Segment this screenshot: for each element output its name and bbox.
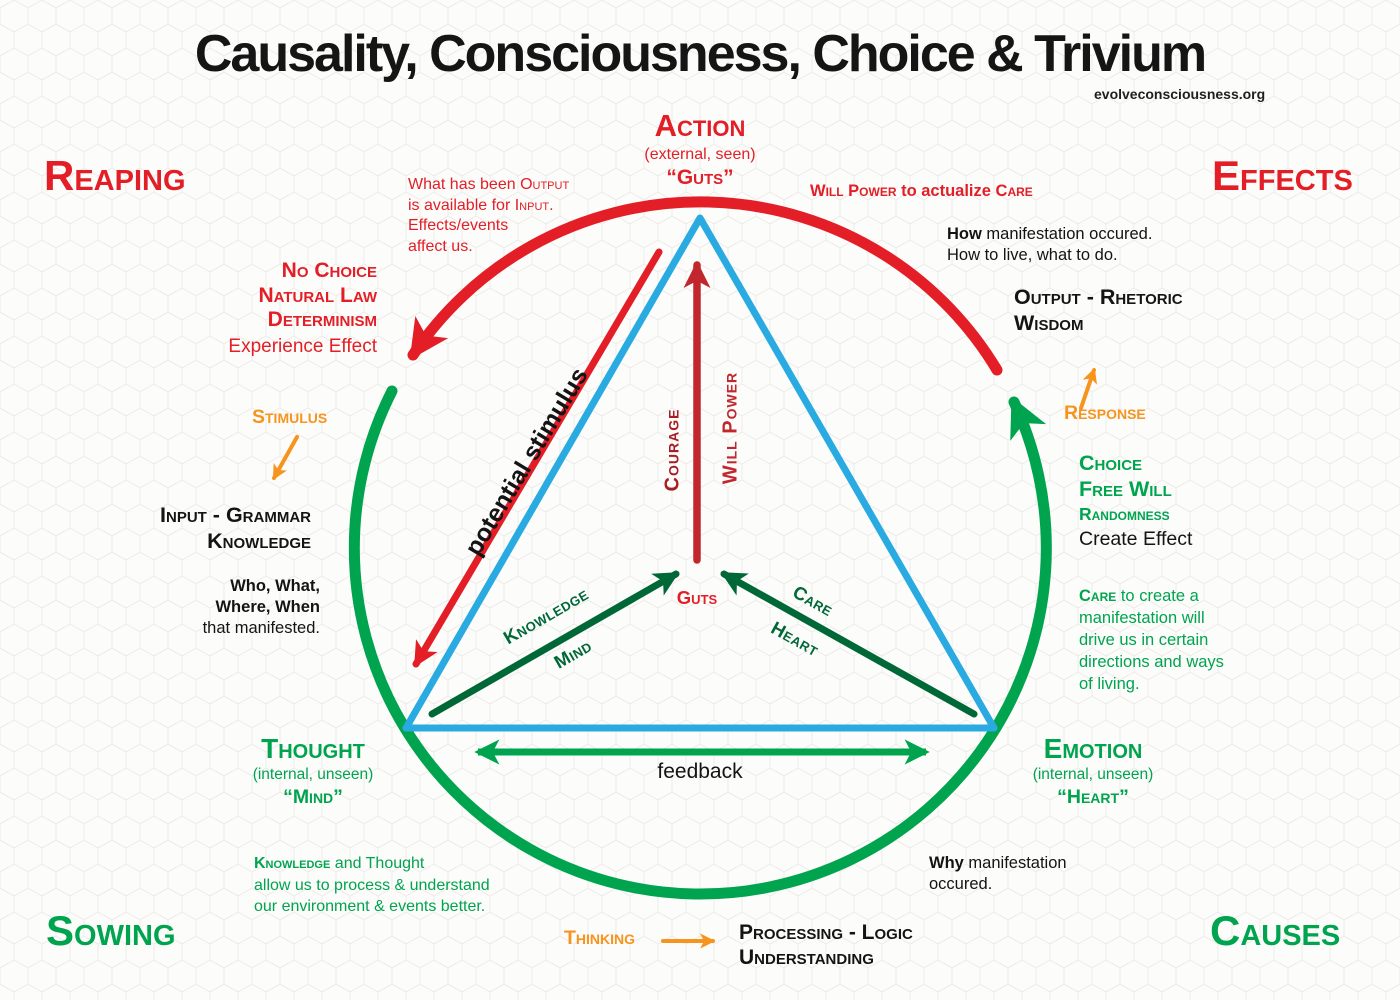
knowledge-thought-note: Knowledge and Thought allow us to proces… [254, 853, 490, 918]
how-manifestation-note: How manifestation occured. How to live, … [947, 224, 1152, 266]
website-credit: evolveconsciousness.org [1094, 86, 1266, 102]
text-line: Experience Effect [228, 335, 377, 357]
no-choice-block: No Choice Natural Law Determinism Experi… [150, 259, 377, 360]
text-segment: and Thought [330, 855, 425, 872]
text-line: Natural Law [258, 283, 377, 307]
text-line: Understanding [739, 946, 874, 969]
text-line: Free Will [1079, 477, 1172, 501]
effect-output-arc [407, 196, 1003, 376]
thought-title: Thought [261, 733, 365, 764]
input-grammar-knowledge: Input - Grammar Knowledge [114, 502, 311, 554]
vertex-action: Action (external, seen) “Guts” [550, 108, 850, 191]
will-power-care-note: Will Power to actualize Care [810, 182, 1033, 201]
text-line: Choice [1079, 451, 1143, 475]
text-line: Input - Grammar [160, 503, 311, 527]
text-line: How manifestation occured. [947, 224, 1152, 245]
response-pointer-arrow [1079, 367, 1098, 410]
thinking-label: Thinking [564, 927, 636, 949]
stimulus-pointer-arrow [272, 435, 299, 480]
feedback-label: feedback [657, 760, 743, 783]
text-segment: is available for [408, 196, 515, 214]
care-manifestation-note: Care to create a manifestation will driv… [1079, 585, 1224, 695]
action-subtitle: (external, seen) [644, 146, 756, 163]
text-line: Why manifestation [929, 853, 1067, 874]
care-heart-arrow [720, 570, 978, 718]
choice-free-will-block: Choice Free Will Randomness Create Effec… [1079, 450, 1192, 553]
text-segment: Input [514, 196, 550, 214]
text-line: affect us. [408, 237, 473, 255]
text-line: Processing - Logic [739, 921, 913, 944]
text-line: Determinism [267, 308, 377, 331]
consciousness-triangle [402, 214, 998, 732]
text-line: Create Effect [1079, 528, 1193, 550]
will-power-label: Will Power [719, 371, 742, 485]
corner-reaping: Reaping [44, 152, 186, 199]
text-segment: Will Power [810, 182, 897, 200]
text-segment: Care [995, 182, 1033, 200]
text-line: Effects/events [408, 217, 509, 234]
text-line: is available for Input. [408, 196, 569, 217]
stimulus-label: Stimulus [252, 406, 328, 428]
text-line: How to live, what to do. [947, 246, 1118, 264]
emotion-subtitle: (internal, unseen) [1032, 766, 1154, 783]
text-line: that manifested. [202, 619, 320, 637]
guts-center-label: Guts [676, 587, 718, 608]
text-segment: Why [929, 854, 964, 872]
text-line: our environment & events better. [254, 898, 486, 915]
text-segment: Care [1079, 587, 1117, 605]
text-line: drive us in certain [1079, 631, 1209, 649]
potential-stimulus-arrow [412, 248, 663, 668]
text-segment: . [549, 196, 554, 214]
text-line: of living. [1079, 675, 1140, 693]
thought-subtitle: (internal, unseen) [252, 766, 374, 783]
text-segment: Knowledge [254, 855, 331, 872]
text-segment: Output [520, 176, 570, 193]
processing-logic-understanding: Processing - Logic Understanding [739, 920, 913, 970]
output-availability-note: What has been Output is available for In… [408, 175, 569, 257]
text-line: Where, When [215, 598, 320, 616]
text-line: Knowledge and Thought [254, 853, 490, 875]
text-segment: manifestation occured. [981, 225, 1153, 243]
text-line: manifestation will [1079, 609, 1205, 627]
text-line: No Choice [281, 259, 377, 282]
text-line: occured. [929, 875, 993, 893]
emotion-alias: “Heart” [1057, 786, 1129, 808]
text-line: Output - Rhetoric [1014, 285, 1183, 309]
who-what-note: Who, What, Where, When that manifested. [152, 576, 320, 639]
courage-label: Courage [661, 408, 684, 492]
knowledge-mind-arrow [428, 570, 680, 718]
vertex-emotion: Emotion (internal, unseen) “Heart” [968, 732, 1218, 809]
text-segment: What has been [408, 176, 521, 193]
text-line: directions and ways [1079, 653, 1224, 671]
output-rhetoric-wisdom: Output - Rhetoric Wisdom [1014, 284, 1183, 336]
corner-effects: Effects [1212, 152, 1353, 199]
text-segment: manifestation [963, 854, 1067, 872]
corner-causes: Causes [1210, 907, 1341, 954]
text-segment: to actualize [896, 182, 996, 200]
text-line: Randomness [1079, 504, 1170, 524]
emotion-title: Emotion [1043, 733, 1143, 764]
cause-cycle-arc [348, 385, 1052, 900]
corner-sowing: Sowing [46, 907, 176, 954]
text-line: Care to create a [1079, 585, 1224, 607]
text-line: Wisdom [1014, 311, 1084, 335]
action-title: Action [654, 108, 746, 143]
vertex-thought: Thought (internal, unseen) “Mind” [188, 732, 438, 809]
action-alias: “Guts” [666, 166, 734, 189]
text-line: Who, What, [230, 577, 320, 595]
text-segment: How [947, 225, 982, 243]
page-title: Causality, Consciousness, Choice & Trivi… [194, 25, 1207, 83]
response-label: Response [1064, 402, 1146, 424]
text-line: Knowledge [207, 529, 311, 553]
text-line: What has been Output [408, 175, 569, 196]
why-manifestation-note: Why manifestation occured. [929, 853, 1067, 895]
text-segment: to create a [1116, 587, 1199, 605]
text-line: allow us to process & understand [254, 876, 490, 894]
thought-alias: “Mind” [283, 786, 343, 808]
